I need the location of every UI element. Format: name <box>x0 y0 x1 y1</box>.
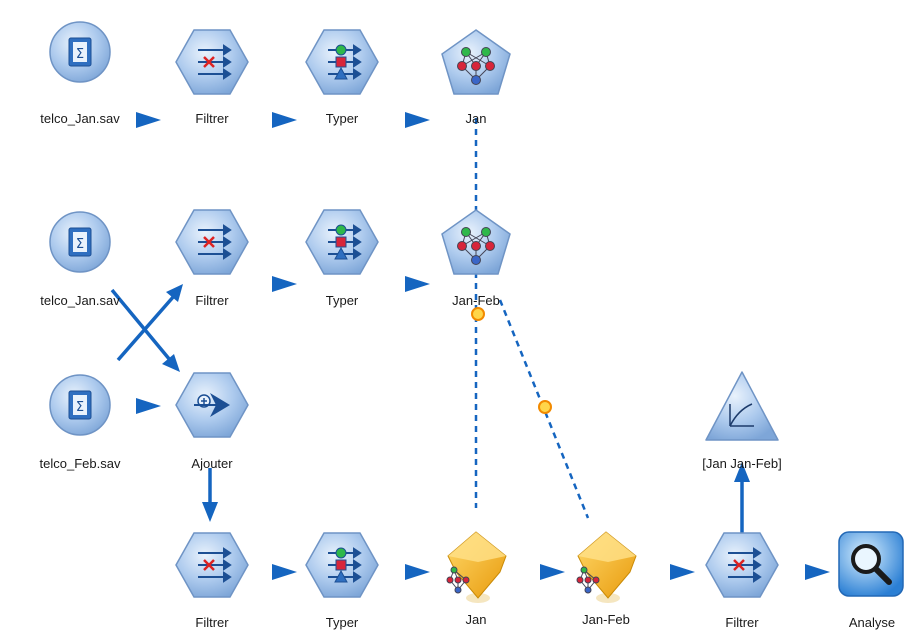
node-type-3[interactable] <box>305 532 379 598</box>
node-label-filter-2: Filtrer <box>195 293 229 308</box>
filter-icon <box>198 44 232 80</box>
node-nugget-jan[interactable] <box>446 531 507 603</box>
filter-icon <box>198 547 232 583</box>
database-source-icon: Σ <box>68 390 92 420</box>
flow-arrow <box>272 564 297 580</box>
node-evaluation[interactable] <box>705 371 779 441</box>
type-icon <box>328 224 362 260</box>
database-source-icon: Σ <box>68 37 92 67</box>
node-filter-1[interactable] <box>175 29 249 95</box>
svg-text:Σ: Σ <box>76 400 84 415</box>
node-label-append: Ajouter <box>191 456 233 471</box>
node-label-model-jan: Jan <box>465 111 487 126</box>
flow-arrow <box>272 276 297 292</box>
node-type-2[interactable] <box>305 209 379 275</box>
flow-arrow <box>405 276 430 292</box>
link-spark-icons <box>471 307 552 414</box>
cross-links <box>110 284 750 540</box>
type-icon <box>328 547 362 583</box>
flow-arrow <box>272 112 297 128</box>
neural-net-model-icon <box>457 227 495 265</box>
neural-net-model-icon <box>457 47 495 85</box>
node-label-source-jan-2: telco_Jan.sav <box>40 293 120 308</box>
svg-text:Σ: Σ <box>76 47 84 62</box>
node-analysis[interactable] <box>838 531 904 597</box>
flow-arrow <box>670 564 695 580</box>
flow-arrow <box>540 564 565 580</box>
node-source-feb[interactable]: Σ <box>49 374 111 436</box>
node-label-analysis: Analyse <box>848 615 896 630</box>
filter-icon <box>198 224 232 260</box>
node-filter-4[interactable] <box>705 532 779 598</box>
connectors <box>136 112 830 580</box>
append-icon <box>194 393 230 417</box>
node-filter-2[interactable] <box>175 209 249 275</box>
node-label-filter-3: Filtrer <box>195 615 229 630</box>
flow-arrow <box>136 398 161 414</box>
node-model-janfeb[interactable] <box>441 209 511 275</box>
node-source-jan-2[interactable]: Σ <box>49 211 111 273</box>
flow-arrow <box>136 112 161 128</box>
node-label-model-janfeb: Jan-Feb <box>452 293 500 308</box>
analysis-magnifier-icon <box>851 544 892 585</box>
node-model-jan[interactable] <box>441 29 511 95</box>
flow-arrow <box>805 564 830 580</box>
filter-icon <box>728 547 762 583</box>
flow-arrow <box>405 564 430 580</box>
type-icon <box>328 44 362 80</box>
node-type-1[interactable] <box>305 29 379 95</box>
node-nugget-janfeb[interactable] <box>576 531 637 603</box>
model-nugget-icon <box>576 566 600 594</box>
node-label-type-3: Typer <box>325 615 359 630</box>
database-source-icon: Σ <box>68 227 92 257</box>
node-label-filter-4: Filtrer <box>725 615 759 630</box>
node-label-nugget-jan: Jan <box>465 612 487 627</box>
flow-arrow <box>405 112 430 128</box>
node-filter-3[interactable] <box>175 532 249 598</box>
node-label-source-jan-1: telco_Jan.sav <box>40 111 120 126</box>
model-links <box>474 118 590 519</box>
evaluation-graph-icon <box>729 403 754 427</box>
node-label-nugget-janfeb: Jan-Feb <box>582 612 630 627</box>
node-append[interactable] <box>175 372 249 438</box>
model-nugget-icon <box>446 566 470 594</box>
node-source-jan-1[interactable]: Σ <box>49 21 111 83</box>
svg-text:Σ: Σ <box>76 237 84 252</box>
node-label-type-2: Typer <box>325 293 359 308</box>
node-label-type-1: Typer <box>325 111 359 126</box>
node-label-source-feb: telco_Feb.sav <box>39 456 121 471</box>
node-label-evaluation: [Jan Jan-Feb] <box>702 456 782 471</box>
node-label-filter-1: Filtrer <box>195 111 229 126</box>
